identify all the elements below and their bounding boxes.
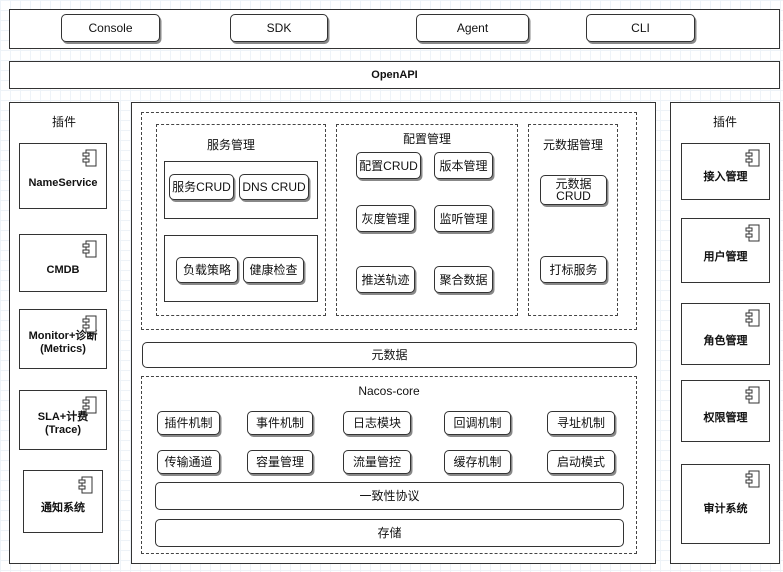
component-label: 用户管理 [703,251,748,263]
gray-release-box: 灰度管理 [356,205,415,232]
notify-component: 通知系统 [23,470,103,533]
cli-box: CLI [586,14,695,42]
component-label: 接入管理 [703,171,748,183]
cmdb-component: CMDB [19,234,107,292]
health-check-box: 健康检查 [243,257,304,283]
cache-mechanism-box: 缓存机制 [444,450,511,474]
openapi-label: OpenAPI [371,69,418,81]
component-icon [745,149,761,167]
access-mgmt-component: 接入管理 [681,143,770,200]
monitor-component: Monitor+诊断 (Metrics) [19,309,107,369]
component-icon [82,315,98,333]
component-label: 审计系统 [703,502,748,515]
service-crud-box: 服务CRUD [169,174,234,200]
component-icon [745,470,761,488]
service-mgmt-panel [156,124,326,316]
load-balance-box: 负载策略 [176,257,238,283]
event-mechanism-box: 事件机制 [247,411,313,435]
feature-modules-section [141,112,637,330]
component-icon [82,149,98,167]
component-label: 角色管理 [703,334,748,347]
listen-mgmt-box: 监听管理 [434,205,493,232]
plugin-mechanism-box: 插件机制 [157,411,220,435]
component-icon [745,386,761,404]
service-mgmt-title: 服务管理 [206,138,255,152]
component-icon [82,240,98,258]
nameservice-component: NameService [19,143,107,209]
nacos-core-title: Nacos-core [358,384,420,398]
component-icon [78,476,94,494]
metadata-crud-box: 元数据 CRUD [540,175,607,205]
component-label: Monitor+诊断 (Metrics) [28,330,98,355]
audit-component: 审计系统 [681,464,770,544]
callback-mechanism-box: 回调机制 [444,411,511,435]
component-icon [82,396,98,414]
metadata-bar: 元数据 [142,342,637,368]
addressing-mechanism-box: 寻址机制 [547,411,615,435]
storage-bar: 存储 [155,519,624,547]
sdk-box: SDK [230,14,328,42]
permission-mgmt-component: 权限管理 [681,380,770,442]
config-mgmt-panel [336,124,518,316]
nacos-core-section [141,376,637,554]
metadata-mgmt-panel [528,124,618,316]
push-trace-box: 推送轨迹 [356,266,415,293]
aggregate-data-box: 聚合数据 [434,266,493,293]
right-plugins-title: 插件 [712,115,737,129]
agent-box: Agent [416,14,529,42]
component-label: SLA+计费 (Trace) [37,411,89,436]
dns-crud-box: DNS CRUD [239,174,309,200]
version-mgmt-box: 版本管理 [434,152,493,179]
tagging-service-box: 打标服务 [540,256,607,283]
capacity-mgmt-box: 容量管理 [247,450,313,474]
consistency-protocol-bar: 一致性协议 [155,482,624,510]
config-crud-box: 配置CRUD [356,152,421,179]
metadata-mgmt-title: 元数据管理 [542,138,603,152]
startup-mode-box: 启动模式 [547,450,615,474]
openapi-layer: OpenAPI [9,61,780,89]
user-mgmt-component: 用户管理 [681,218,770,283]
left-plugins-title: 插件 [51,115,76,129]
component-label: CMDB [46,263,80,276]
component-label: 通知系统 [41,502,85,514]
console-box: Console [61,14,160,42]
component-label: NameService [28,176,98,189]
transport-channel-box: 传输通道 [157,450,220,474]
role-mgmt-component: 角色管理 [681,303,770,365]
traffic-control-box: 流量管控 [343,450,411,474]
sla-component: SLA+计费 (Trace) [19,390,107,450]
component-icon [745,309,761,327]
component-label: 权限管理 [703,411,748,424]
component-icon [745,224,761,242]
config-mgmt-title: 配置管理 [402,132,451,146]
log-module-box: 日志模块 [343,411,411,435]
